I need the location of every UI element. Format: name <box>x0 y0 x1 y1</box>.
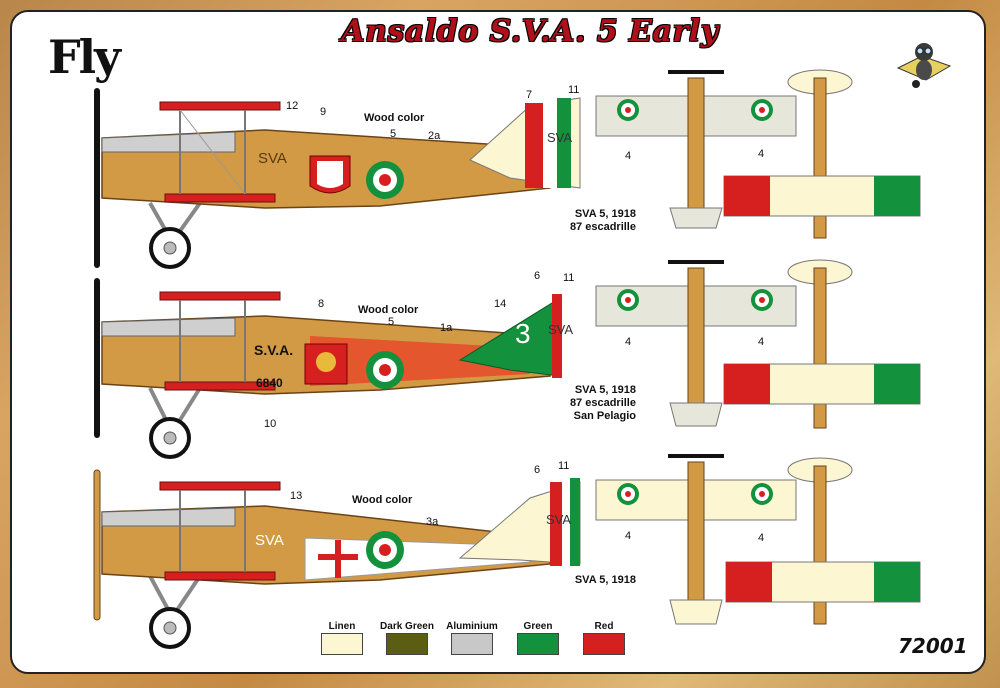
swatch-label-0: Linen <box>328 621 356 632</box>
swatch-label-4: Red <box>594 621 614 632</box>
caption-3: SVA 5, 1918 <box>574 574 636 586</box>
swatch-0 <box>321 633 363 655</box>
pilot-mascot-icon <box>896 43 952 88</box>
wing-callout-2b: 4 <box>758 336 765 348</box>
callout-5-1: 5 <box>390 128 397 140</box>
callout-13: 13 <box>290 490 303 502</box>
callout-14: 14 <box>494 298 507 310</box>
serial-2: 6840 <box>256 376 283 390</box>
fuselage-text-2: S.V.A. <box>254 342 294 358</box>
kit-number: 72001 <box>898 634 968 658</box>
bottom-view-2 <box>723 259 921 429</box>
callout-wood-1: Wood color <box>364 112 425 124</box>
bottom-view-1 <box>723 69 921 239</box>
callout-wood-2: Wood color <box>358 304 419 316</box>
swatch-1 <box>386 633 428 655</box>
page-title: Ansaldo S.V.A. 5 Early <box>341 14 719 49</box>
wing-callout-1b: 4 <box>758 148 765 160</box>
callout-2a: 2a <box>428 130 441 142</box>
fin-text-2: SVA <box>548 322 574 337</box>
fin-text-1: SVA <box>547 130 573 145</box>
bottom-view-3 <box>725 457 921 625</box>
side-profile-1 <box>94 88 581 269</box>
fin-text-3: SVA <box>546 512 572 527</box>
callout-wood-3: Wood color <box>352 494 413 506</box>
callout-9: 9 <box>320 106 327 118</box>
fin-number-2: 3 <box>515 318 531 349</box>
wing-callout-3a: 4 <box>625 530 632 542</box>
callout-6-3: 6 <box>534 464 541 476</box>
wing-callout-3b: 4 <box>758 532 765 544</box>
brand-logo: Fly <box>48 30 121 84</box>
swatch-2 <box>451 633 493 655</box>
side-profile-3 <box>93 469 581 649</box>
wing-callout-1a: 4 <box>625 150 632 162</box>
swatch-label-3: Green <box>523 621 553 632</box>
callout-11-3: 11 <box>558 460 570 472</box>
callout-11-1: 11 <box>568 84 580 96</box>
callout-8: 8 <box>318 298 325 310</box>
callout-10: 10 <box>264 418 277 430</box>
swatch-4 <box>583 633 625 655</box>
fuselage-text-1: SVA <box>258 150 287 167</box>
swatch-3 <box>517 633 559 655</box>
top-view-3 <box>595 454 797 625</box>
side-profile-2 <box>94 278 572 459</box>
callout-11-2: 11 <box>563 272 575 284</box>
fuselage-text-3: SVA <box>255 532 284 549</box>
swatch-label-2: Aluminium <box>446 621 498 632</box>
callout-1a: 1a <box>440 322 453 334</box>
callout-3a: 3a <box>426 516 439 528</box>
callout-12: 12 <box>286 100 299 112</box>
callout-7: 7 <box>526 89 533 101</box>
caption-2: SVA 5, 1918 87 escadrille San Pelagio <box>569 384 636 422</box>
top-view-2 <box>595 260 797 427</box>
caption-1: SVA 5, 1918 87 escadrille <box>569 208 636 233</box>
callout-6-2: 6 <box>534 270 541 282</box>
swatch-label-1: Dark Green <box>380 621 434 632</box>
callout-5-2: 5 <box>388 316 395 328</box>
top-view-1 <box>595 70 797 229</box>
wing-callout-2a: 4 <box>625 336 632 348</box>
